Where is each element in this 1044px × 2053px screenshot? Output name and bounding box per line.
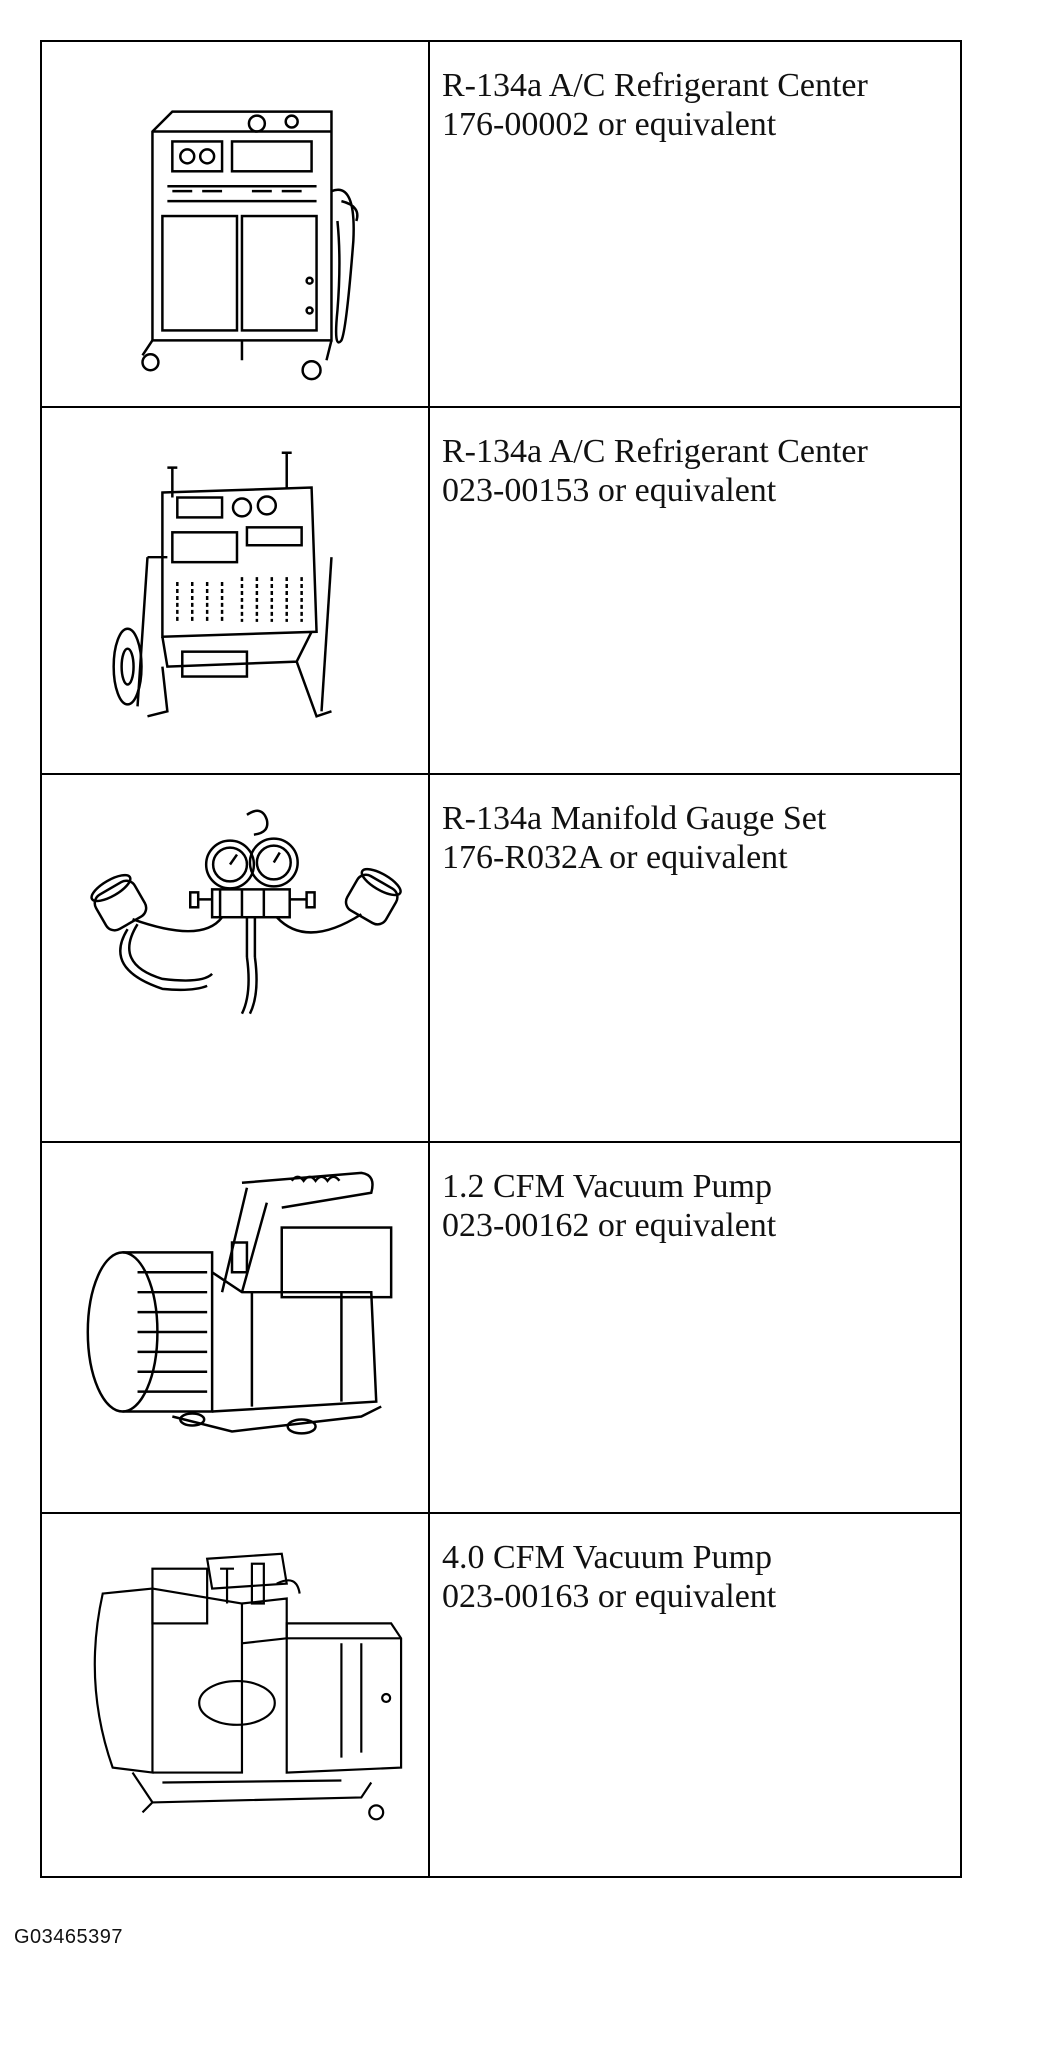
tool-description: 1.2 CFM Vacuum Pump 023-00162 or equival… — [442, 1167, 960, 1245]
figure-id-caption: G03465397 — [14, 1926, 124, 1948]
tool-table: R-134a A/C Refrigerant Center 176-00002 … — [40, 40, 962, 1878]
table-row: 4.0 CFM Vacuum Pump 023-00163 or equival… — [40, 1512, 962, 1878]
tool-description: 4.0 CFM Vacuum Pump 023-00163 or equival… — [442, 1538, 960, 1616]
vacuum-pump-small-icon — [86, 1171, 393, 1435]
tool-illustration-cell — [40, 1141, 430, 1514]
refrigerant-center-cart-icon — [112, 451, 333, 718]
tool-description: R-134a A/C Refrigerant Center 023-00153 … — [442, 432, 960, 510]
tool-description-cell: R-134a Manifold Gauge Set 176-R032A or e… — [428, 773, 962, 1143]
vacuum-pump-large-icon — [93, 1552, 403, 1821]
tool-name: 4.0 CFM Vacuum Pump — [442, 1539, 772, 1576]
tool-description-cell: 4.0 CFM Vacuum Pump 023-00163 or equival… — [428, 1512, 962, 1878]
tool-name: R-134a A/C Refrigerant Center — [442, 67, 868, 104]
tool-name: R-134a Manifold Gauge Set — [442, 800, 827, 837]
tool-description-cell: R-134a A/C Refrigerant Center 023-00153 … — [428, 406, 962, 775]
table-row: 1.2 CFM Vacuum Pump 023-00162 or equival… — [40, 1141, 962, 1514]
tool-part-number: 023-00153 or equivalent — [442, 472, 777, 509]
tool-description-cell: R-134a A/C Refrigerant Center 176-00002 … — [428, 40, 962, 408]
tool-part-number: 023-00162 or equivalent — [442, 1207, 777, 1244]
refrigerant-center-cabinet-icon — [141, 110, 359, 381]
tool-illustration-cell — [40, 1512, 430, 1878]
tool-part-number: 176-00002 or equivalent — [442, 106, 777, 143]
tool-part-number: 023-00163 or equivalent — [442, 1578, 777, 1615]
tool-description-cell: 1.2 CFM Vacuum Pump 023-00162 or equival… — [428, 1141, 962, 1514]
tool-description: R-134a A/C Refrigerant Center 176-00002 … — [442, 66, 960, 144]
tool-illustration-cell — [40, 773, 430, 1143]
tool-part-number: 176-R032A or equivalent — [442, 839, 788, 876]
table-row: R-134a Manifold Gauge Set 176-R032A or e… — [40, 773, 962, 1143]
table-row: R-134a A/C Refrigerant Center 023-00153 … — [40, 406, 962, 775]
table-row: R-134a A/C Refrigerant Center 176-00002 … — [40, 40, 962, 408]
tool-description: R-134a Manifold Gauge Set 176-R032A or e… — [442, 799, 960, 877]
tool-name: 1.2 CFM Vacuum Pump — [442, 1168, 772, 1205]
tool-illustration-cell — [40, 406, 430, 775]
tool-illustration-cell — [40, 40, 430, 408]
manifold-gauge-set-icon — [90, 809, 402, 1015]
tool-name: R-134a A/C Refrigerant Center — [442, 433, 868, 470]
